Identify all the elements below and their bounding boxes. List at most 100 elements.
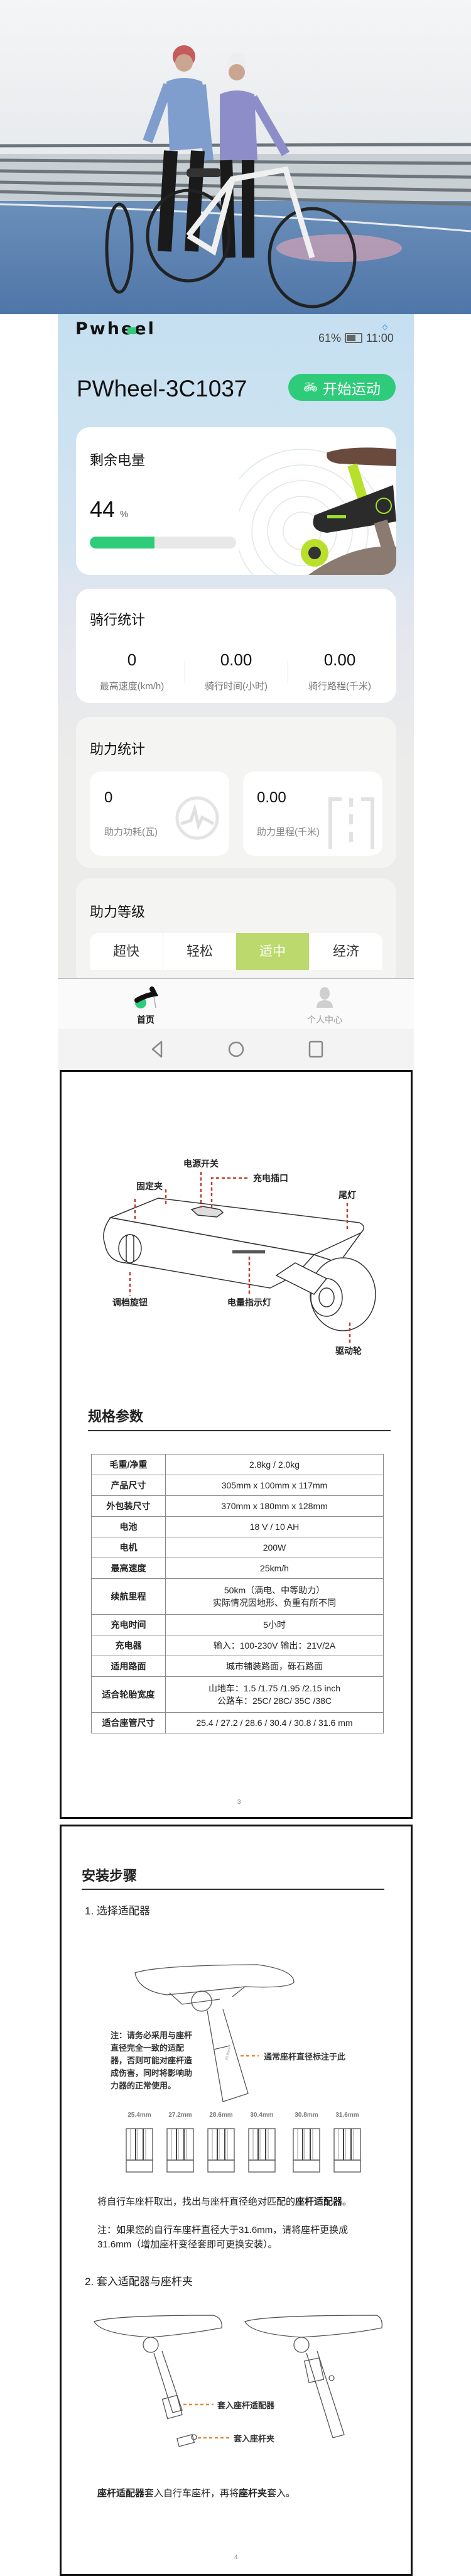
device-name: PWheel-3C1037 <box>77 376 247 401</box>
spec-key: 最高速度 <box>91 1558 166 1579</box>
battery-value: 44 <box>90 496 116 522</box>
clock: 11:00 <box>366 331 394 344</box>
page-number: 4 <box>234 2554 238 2561</box>
spec-value: 50km（满电、中等助力）实际情况因地形、负重有所不同 <box>165 1578 384 1615</box>
ride-stats-title: 骑行统计 <box>90 612 146 628</box>
spec-value: 370mm x 180mm x 128mm <box>165 1495 384 1517</box>
label-insert-clamp: 套入座杆夹 <box>234 2434 275 2443</box>
recents-icon[interactable] <box>308 1040 323 1058</box>
spec-value-line: 50km（满电、中等助力） <box>224 1585 325 1595</box>
seatpost-diagrams <box>94 1964 382 2447</box>
install-heading: 安装步骤 <box>82 1868 138 1884</box>
spec-key: 外包装尺寸 <box>91 1495 166 1517</box>
spec-value-line: 山地车：1.5 /1.75 /1.95 /2.15 inch <box>208 1683 341 1693</box>
spec-key: 续航里程 <box>91 1578 166 1615</box>
adapter-sleeve <box>207 2128 235 2173</box>
spec-value: 城市铺装路面，砾石路面 <box>165 1656 384 1677</box>
adapter-sleeve <box>293 2128 320 2173</box>
battery-progress <box>90 537 236 548</box>
specs-heading: 规格参数 <box>88 1409 144 1424</box>
battery-percent: 61% <box>318 331 342 344</box>
adapter-size: 30.4mm <box>250 2112 274 2119</box>
assist-distance-value: 0.00 <box>257 789 286 806</box>
assist-level-option[interactable]: 超快 <box>90 933 163 970</box>
assist-level-card: 助力等级 超快 轻松 适中 经济 <box>76 878 396 985</box>
ride-distance-value: 0.00 <box>323 650 356 669</box>
ride-time-label: 骑行时间(小时) <box>205 681 268 692</box>
spec-value: 5小时 <box>165 1614 384 1635</box>
user-icon <box>317 987 333 1008</box>
start-workout-button[interactable]: 🚲︎ 开始运动 <box>288 374 396 401</box>
device-diagram <box>103 1172 376 1345</box>
spec-key: 适合轮胎宽度 <box>91 1676 166 1713</box>
spec-value: 2.8kg / 2.0kg <box>165 1454 384 1475</box>
step1-note: 注：请务必采用与座杆 直径完全一致的适配 器，否则可能对座杆造 成伤害，同时将影… <box>111 2031 193 2090</box>
spec-value: 25km/h <box>165 1558 384 1579</box>
spec-key: 充电时间 <box>91 1614 166 1635</box>
assist-power-value: 0 <box>104 789 113 806</box>
road-icon <box>328 797 374 849</box>
spec-value-line: 城市铺装路面，砾石路面 <box>226 1661 323 1671</box>
spec-value-line: 370mm x 180mm x 128mm <box>221 1501 328 1511</box>
spec-row: 适用路面城市铺装路面，砾石路面 <box>91 1656 384 1677</box>
step2-instruction: 座杆适配器套入自行车座杆，再将座杆夹套入。 <box>97 2488 296 2499</box>
adapter-sleeve <box>333 2128 361 2173</box>
battery-unit: % <box>120 509 129 520</box>
assist-distance-card: 0.00 助力里程(千米) <box>243 772 382 856</box>
home-icon[interactable] <box>227 1040 245 1058</box>
spec-row: 电池 18 V / 10 AH <box>91 1516 384 1537</box>
label-drive-wheel: 驱动轮 <box>335 1346 362 1356</box>
spec-key: 产品尺寸 <box>91 1475 166 1496</box>
spec-row: 充电器输入：100-230V 输出：21V/2A <box>91 1635 384 1656</box>
spec-key: 电池 <box>91 1516 166 1537</box>
step1-title: 1. 选择适配器 <box>85 1905 150 1917</box>
assist-level-selector: 超快 轻松 适中 经济 <box>90 933 382 970</box>
step1-note2: 注：如果您的自行车座杆直径大于31.6mm，请将座杆更换成 31.6mm（增加座… <box>97 2225 349 2250</box>
battery-icon <box>345 333 363 343</box>
assist-stats-title: 助力统计 <box>90 741 146 757</box>
assist-level-option[interactable]: 经济 <box>310 933 382 970</box>
spec-row: 外包装尺寸 370mm x 180mm x 128mm <box>91 1495 384 1517</box>
tab-profile[interactable]: 个人中心 <box>300 984 350 1028</box>
assist-level-option[interactable]: 适中 <box>236 933 309 970</box>
spec-value-line: 2.8kg / 2.0kg <box>249 1460 300 1470</box>
specs-heading-rule <box>88 1430 391 1431</box>
label-tail-light: 尾灯 <box>338 1190 356 1200</box>
ride-distance-label: 骑行路程(千米) <box>308 681 371 692</box>
ride-time-value: 0.00 <box>220 650 252 669</box>
spec-row: 充电时间 5小时 <box>91 1614 384 1635</box>
assist-stats-card: 助力统计 0 助力功耗(瓦) 0.00 助力里程(千米) <box>76 717 396 868</box>
home-bike-icon <box>134 986 159 1008</box>
label-charge-port: 充电插口 <box>253 1173 288 1183</box>
spec-value-line: 5小时 <box>263 1620 286 1630</box>
assist-distance-label: 助力里程(千米) <box>257 827 320 838</box>
back-icon[interactable] <box>151 1040 163 1058</box>
spec-value-line: 25km/h <box>260 1563 289 1573</box>
assist-level-option[interactable]: 轻松 <box>163 933 236 970</box>
tab-home[interactable]: 首页 <box>121 984 171 1028</box>
adapter-size: 30.8mm <box>295 2112 318 2119</box>
spec-value-line: 18 V / 10 AH <box>249 1522 300 1532</box>
label-power-switch: 电源开关 <box>183 1159 219 1169</box>
adapter-size: 28.6mm <box>209 2112 233 2119</box>
power-wave-icon <box>175 796 219 840</box>
bicycle-icon: 🚲︎ <box>303 381 318 393</box>
spec-value: 200W <box>165 1537 384 1558</box>
adapter-sleeve <box>248 2128 276 2173</box>
adapter-size: 31.6mm <box>335 2112 359 2119</box>
app-logo: Pwheel <box>75 319 182 339</box>
bottom-tab-bar: 首页 个人中心 <box>58 978 414 1029</box>
max-speed-value: 0 <box>127 650 137 669</box>
spec-key: 电机 <box>91 1537 166 1558</box>
step2-title: 2. 套入适配器与座杆夹 <box>85 2276 193 2288</box>
app-screen: Pwheel 61% 11:00 ᛜ PWheel-3C1037 🚲︎ 开始运动… <box>58 314 414 1070</box>
spec-value: 305mm x 100mm x 117mm <box>165 1475 384 1496</box>
device-product-image <box>239 447 396 575</box>
tab-home-label: 首页 <box>137 1015 154 1025</box>
hero-photo <box>0 0 471 314</box>
step1-instruction: 将自行车座杆取出，找出与座杆直径绝对匹配的座杆适配器。 <box>97 2197 352 2207</box>
